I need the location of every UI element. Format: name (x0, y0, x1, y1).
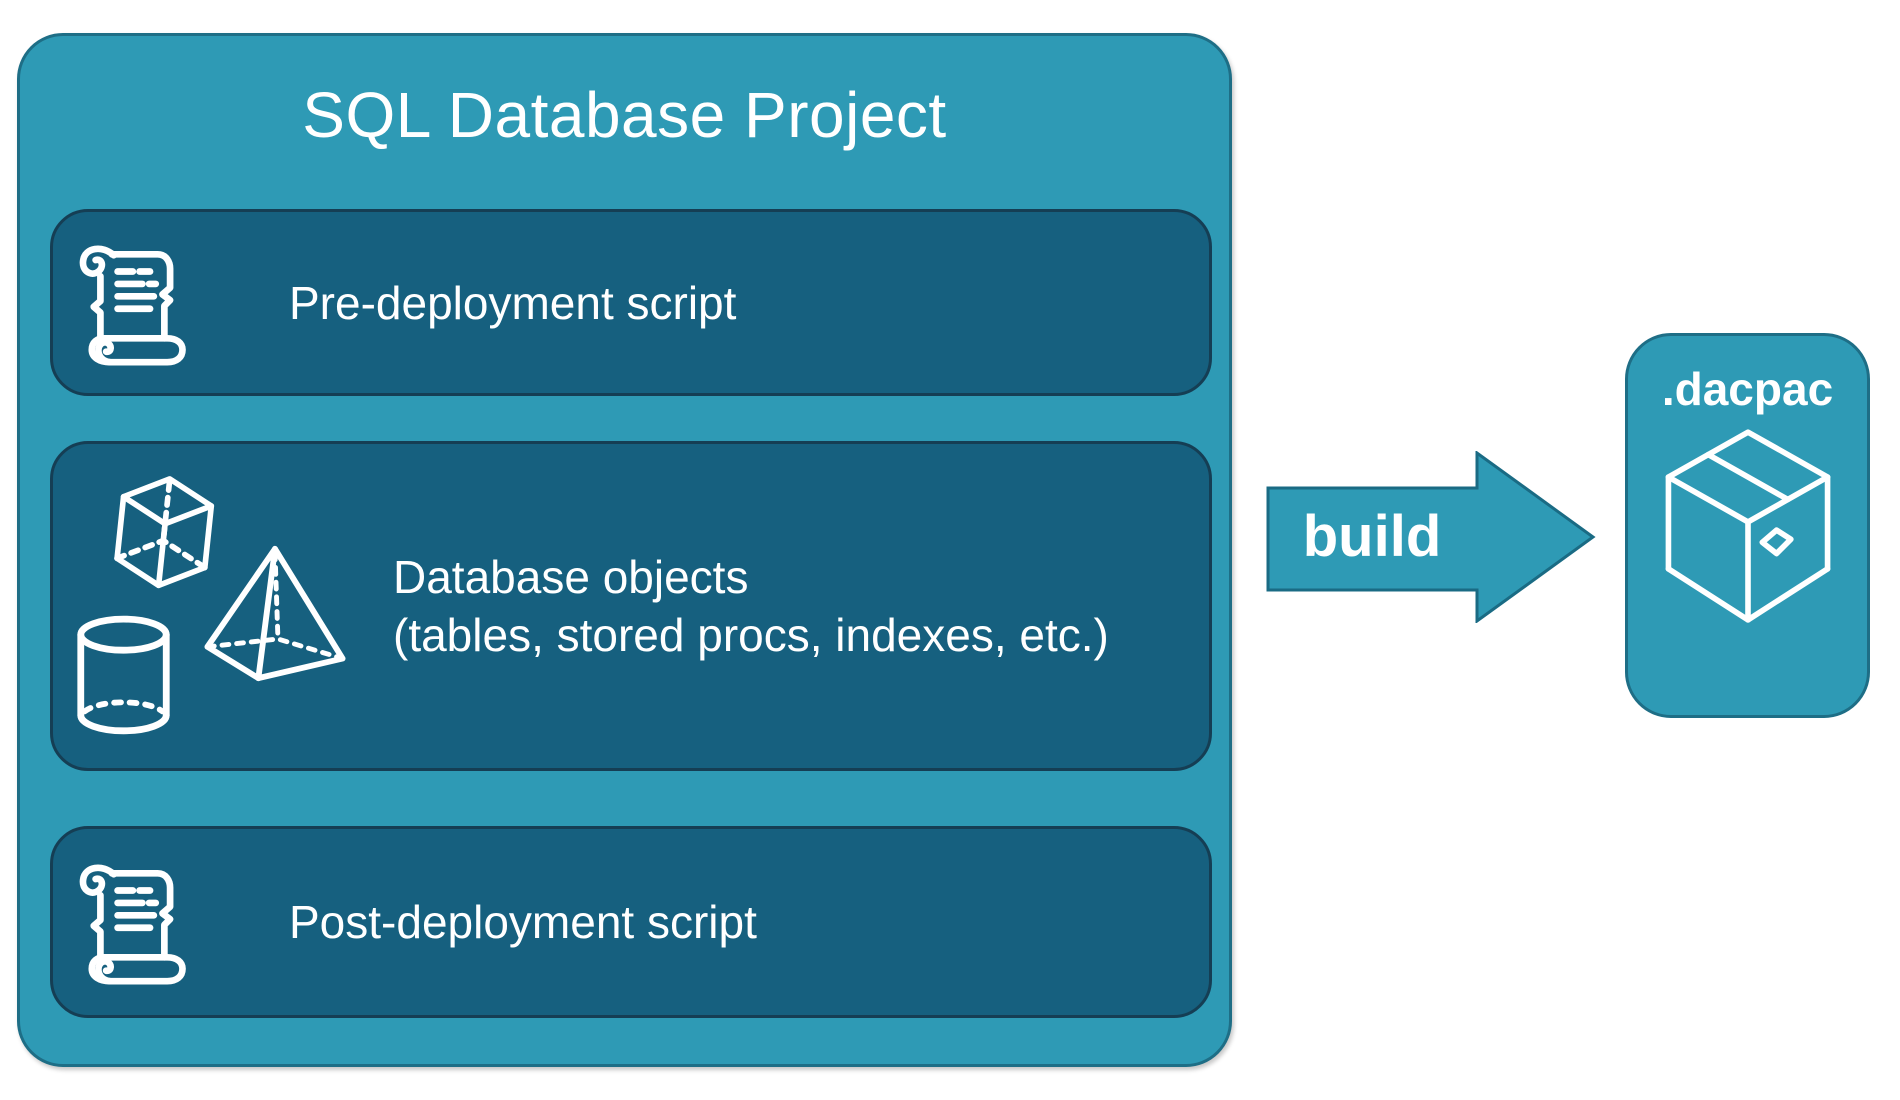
post-deployment-label: Post-deployment script (289, 896, 757, 948)
pre-deployment-script-box: Pre-deployment script (50, 209, 1212, 396)
post-deployment-script-box: Post-deployment script (50, 826, 1212, 1018)
pre-deployment-label: Pre-deployment script (289, 276, 737, 329)
right-arrow-icon (1266, 451, 1596, 623)
pyramid-icon (204, 545, 346, 682)
scroll-script-icon (79, 245, 186, 366)
build-arrow: build (1266, 451, 1596, 623)
scroll-script-icon (79, 864, 186, 985)
cube-icon (114, 476, 215, 589)
sql-database-project-container: SQL Database Project Pre-deploymen (17, 33, 1232, 1067)
cylinder-icon (77, 615, 170, 735)
database-objects-label-line1: Database objects (393, 551, 749, 603)
geometry-shapes-icon (71, 471, 351, 741)
dacpac-box: .dacpac (1625, 333, 1870, 718)
database-objects-label-line2: (tables, stored procs, indexes, etc.) (393, 609, 1109, 661)
dacpac-label: .dacpac (1661, 363, 1834, 415)
package-box-icon (1665, 429, 1830, 623)
database-objects-label: Database objects (tables, stored procs, … (393, 548, 1109, 664)
build-label: build (1302, 504, 1442, 569)
database-objects-box: Database objects (tables, stored procs, … (50, 441, 1212, 771)
project-title: SQL Database Project (302, 79, 947, 151)
